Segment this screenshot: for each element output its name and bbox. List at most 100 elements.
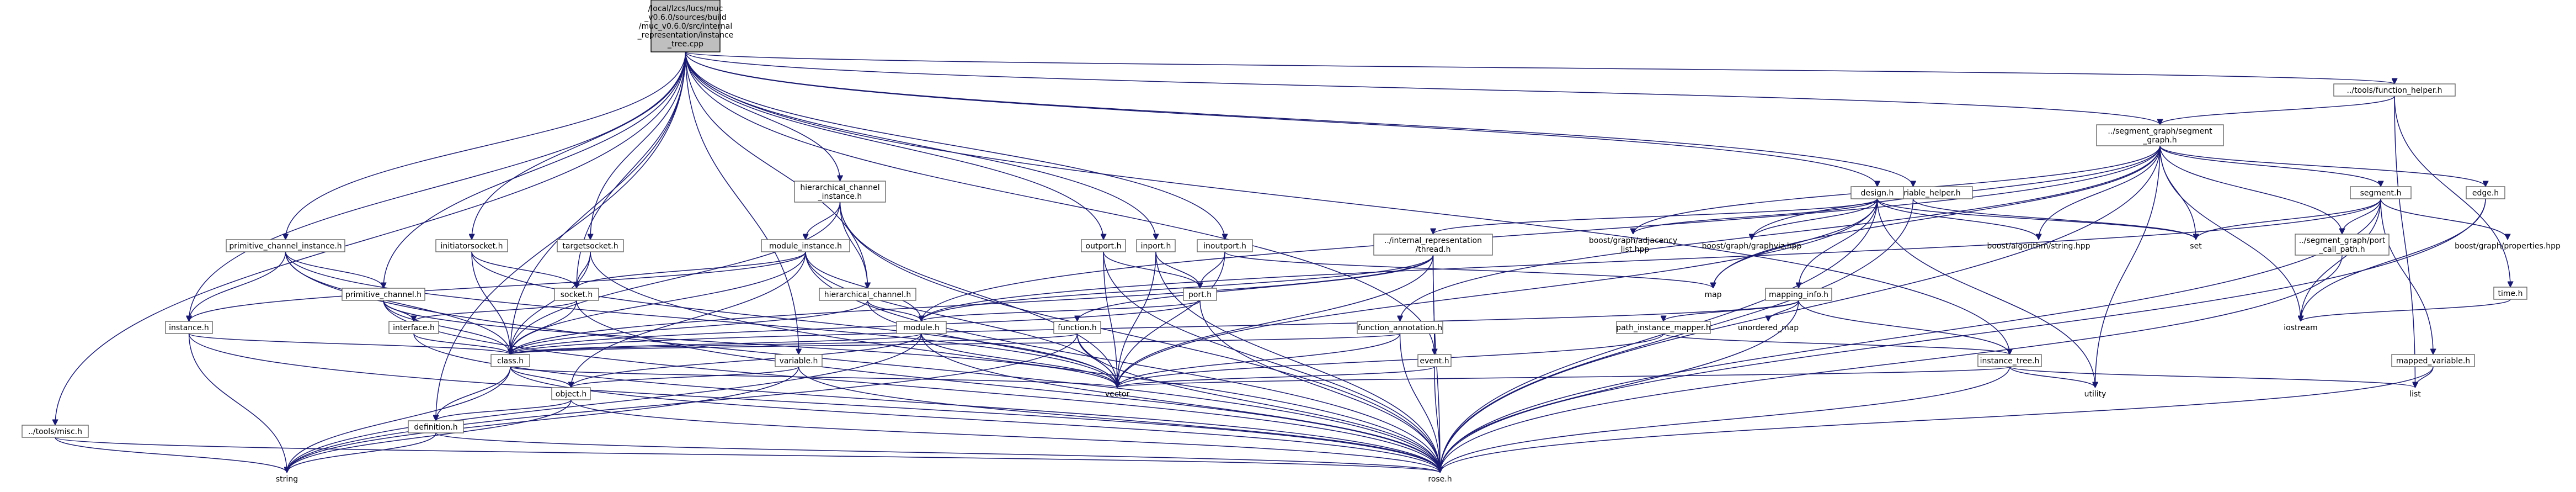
- node-mapping-info[interactable]: mapping_info.h: [1765, 288, 1832, 301]
- edge-tools-function-helper-to-list: [2394, 96, 2415, 388]
- node-box: [554, 288, 599, 301]
- edge-interface-to-class: [413, 333, 510, 355]
- node-box: [1357, 321, 1443, 334]
- node-function-annotation[interactable]: function_annotation.h: [1357, 321, 1443, 334]
- edge-function-annotation-to-class: [510, 333, 1401, 355]
- edge-root-to-hierarchical-channel: [685, 51, 868, 288]
- node-vector: vector: [1105, 390, 1130, 399]
- node-box: [490, 354, 530, 367]
- edge-hierarchical-channel-instance-to-hierarchical-channel: [839, 202, 868, 288]
- node-hierarchical-channel-instance[interactable]: hierarchical_channel_instance.h: [794, 181, 886, 203]
- node-label: ../segment_graph/port: [2299, 236, 2386, 245]
- node-module-instance[interactable]: module_instance.h: [761, 239, 850, 252]
- edge-segment-to-segment-graph-port: [2342, 198, 2381, 235]
- node-label: event.h: [1420, 357, 1449, 366]
- node-label: module.h: [903, 324, 940, 332]
- node-function[interactable]: function.h: [1053, 321, 1101, 334]
- node-class[interactable]: class.h: [490, 354, 530, 367]
- node-segment-graph[interactable]: ../segment_graph/segment_graph.h: [2096, 124, 2224, 146]
- edge-root-to-outport: [685, 51, 1104, 240]
- node-boost-properties: boost/graph/properties.hpp: [2455, 242, 2561, 251]
- edge-interface-to-rose: [413, 333, 1440, 473]
- edge-internal-thread-to-function: [1078, 255, 1434, 322]
- edge-targetsocket-to-class: [510, 251, 591, 355]
- node-outport[interactable]: outport.h: [1081, 239, 1126, 252]
- node-hierarchical-channel[interactable]: hierarchical_channel.h: [819, 288, 916, 301]
- node-mapped-variable[interactable]: mapped_variable.h: [2391, 354, 2475, 367]
- node-box: [1081, 239, 1126, 252]
- node-box: [1977, 354, 2042, 367]
- edge-inoutport-to-vector: [1117, 251, 1225, 388]
- node-box: [650, 0, 721, 52]
- edge-variable-to-object: [571, 366, 799, 388]
- edge-root-to-design: [685, 51, 1878, 187]
- node-design[interactable]: design.h: [1850, 186, 1904, 199]
- node-instance[interactable]: instance.h: [165, 321, 213, 334]
- edge-class-to-vector: [510, 366, 1117, 388]
- node-map: map: [1704, 290, 1721, 299]
- edge-socket-to-rose: [576, 300, 1440, 473]
- node-label: boost/graph/adjacency: [1589, 236, 1677, 245]
- node-socket[interactable]: socket.h: [554, 288, 599, 301]
- node-inport[interactable]: inport.h: [1136, 239, 1176, 252]
- edge-root-to-inport: [685, 51, 1156, 240]
- node-event[interactable]: event.h: [1417, 354, 1452, 367]
- edge-function-annotation-to-vector: [1117, 333, 1401, 388]
- edge-socket-to-class: [510, 300, 577, 355]
- node-segment-graph-port[interactable]: ../segment_graph/port_call_path.h: [2295, 234, 2390, 256]
- node-label: set: [2190, 242, 2202, 251]
- edge-function-to-class: [510, 333, 1078, 355]
- edge-segment-to-set: [2196, 198, 2381, 240]
- node-initiatorsocket[interactable]: initiatorsocket.h: [435, 239, 508, 252]
- edge-mapping-info-to-path-instance-mapper: [1663, 300, 1799, 322]
- node-edge[interactable]: edge.h: [2466, 186, 2505, 199]
- node-inoutport[interactable]: inoutport.h: [1197, 239, 1253, 252]
- edge-primitive-channel-instance-to-vector: [285, 251, 1118, 388]
- edge-primitive-channel-instance-to-rose: [285, 251, 1441, 473]
- node-box: [435, 239, 508, 252]
- node-interface[interactable]: interface.h: [388, 321, 439, 334]
- node-label: mapping_info.h: [1769, 290, 1828, 299]
- edge-module-to-object: [571, 333, 922, 388]
- node-tools-misc[interactable]: ../tools/misc.h: [22, 425, 89, 438]
- node-label: _graph.h: [2142, 136, 2177, 145]
- node-rose: rose.h: [1428, 475, 1452, 484]
- node-instance-tree[interactable]: instance_tree.h: [1977, 354, 2042, 367]
- node-label: iostream: [2284, 324, 2318, 332]
- node-definition[interactable]: definition.h: [408, 420, 464, 433]
- edge-module-to-class: [510, 333, 922, 355]
- node-path-instance-mapper[interactable]: path_instance_mapper.h: [1616, 321, 1711, 334]
- node-utility: utility: [2084, 390, 2106, 399]
- node-label: function.h: [1058, 324, 1097, 332]
- node-box: [2295, 234, 2390, 256]
- edge-targetsocket-to-socket: [577, 251, 591, 288]
- node-port[interactable]: port.h: [1183, 288, 1217, 301]
- edge-internal-thread-to-module: [921, 255, 1434, 322]
- node-label: mapped_variable.h: [2396, 357, 2470, 366]
- node-label: segment.h: [2360, 189, 2402, 198]
- edge-design-to-internal-thread: [1433, 198, 1878, 235]
- node-internal-thread[interactable]: ../internal_representation/thread.h: [1373, 234, 1493, 256]
- node-object[interactable]: object.h: [551, 387, 591, 400]
- edge-segment-to-boost-properties: [2380, 198, 2508, 240]
- edge-instance-to-rose: [188, 333, 1441, 473]
- node-boost-adjacency: boost/graph/adjacency_list.hpp: [1589, 236, 1677, 254]
- node-box: [819, 288, 916, 301]
- node-time[interactable]: time.h: [2493, 287, 2527, 300]
- edge-instance-to-class: [188, 333, 511, 355]
- node-box: [775, 354, 823, 367]
- node-label: object.h: [556, 390, 586, 399]
- node-segment[interactable]: segment.h: [2350, 186, 2412, 199]
- node-box: [1373, 234, 1493, 256]
- node-variable[interactable]: variable.h: [775, 354, 823, 367]
- edge-initiatorsocket-to-vector: [471, 251, 1117, 388]
- edge-segment-graph-to-edge: [2159, 145, 2486, 187]
- node-root[interactable]: /local/lzcs/lucs/muc_v0.6.0/sources/buil…: [637, 0, 734, 52]
- node-module[interactable]: module.h: [896, 321, 947, 334]
- node-tools-function-helper[interactable]: ../tools/function_helper.h: [2333, 83, 2456, 97]
- node-label: primitive_channel_instance.h: [229, 242, 342, 251]
- node-primitive-channel-instance[interactable]: primitive_channel_instance.h: [226, 239, 345, 252]
- node-label: primitive_channel.h: [345, 290, 422, 299]
- node-primitive-channel[interactable]: primitive_channel.h: [342, 288, 425, 301]
- node-targetsocket[interactable]: targetsocket.h: [557, 239, 624, 252]
